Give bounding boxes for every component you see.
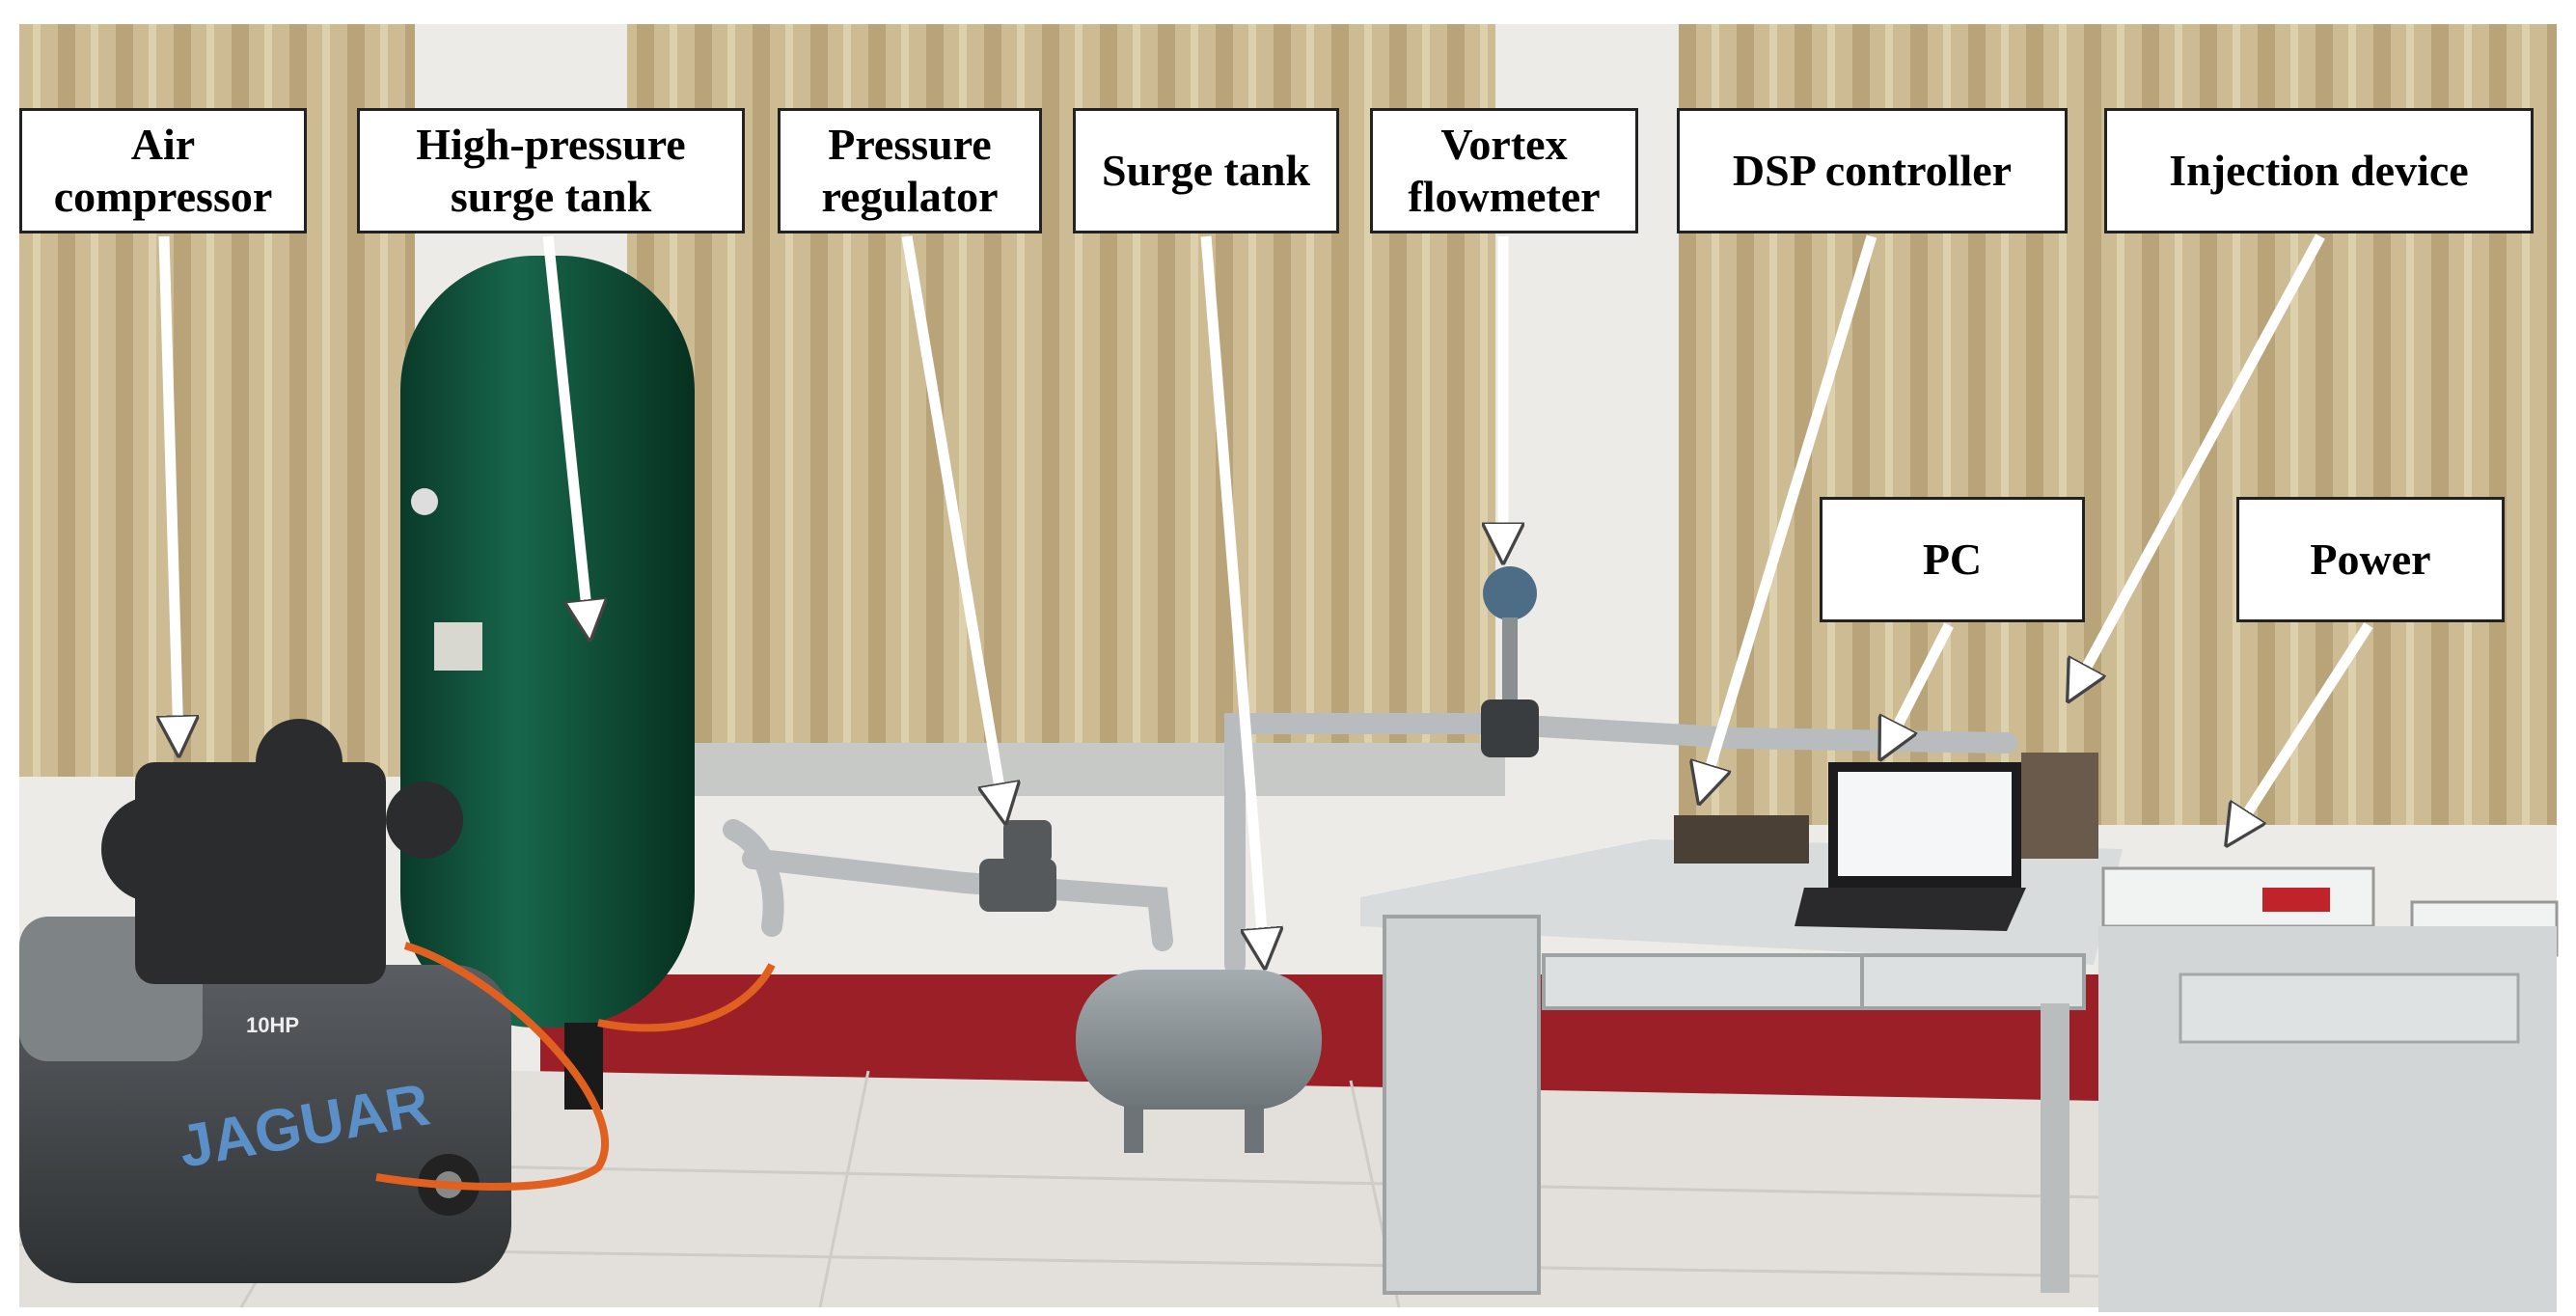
label-air-compressor: Air compressor <box>19 108 307 233</box>
label-high-pressure-surge-tank: High-pressure surge tank <box>357 108 745 233</box>
laptop <box>1795 762 2026 931</box>
pressure-regulator <box>979 820 1056 912</box>
window-sill <box>695 743 1505 796</box>
label-surge-tank: Surge tank <box>1073 108 1339 233</box>
power-supplies <box>2098 866 2559 1312</box>
surge-tank <box>1076 970 1322 1110</box>
label-power: Power <box>2236 497 2505 622</box>
compressor-head <box>101 719 463 984</box>
curtain-middle <box>627 24 1495 777</box>
high-pressure-tank <box>400 256 695 1028</box>
compressor-rating: 10HP <box>246 1013 299 1037</box>
label-vortex-flowmeter: Vortex flowmeter <box>1370 108 1638 233</box>
orange-hose <box>375 942 609 1191</box>
vortex-flowmeter <box>1481 566 1539 757</box>
label-pressure-regulator: Pressure regulator <box>778 108 1042 233</box>
label-pc: PC <box>1820 497 2085 622</box>
label-dsp-controller: DSP controller <box>1677 108 2068 233</box>
dsp-board <box>1674 815 1809 864</box>
tank-gauge <box>411 488 438 515</box>
tank-plate <box>434 622 482 671</box>
floor <box>19 1061 2557 1307</box>
label-injection-device: Injection device <box>2104 108 2534 233</box>
injection-device <box>2021 753 2098 859</box>
